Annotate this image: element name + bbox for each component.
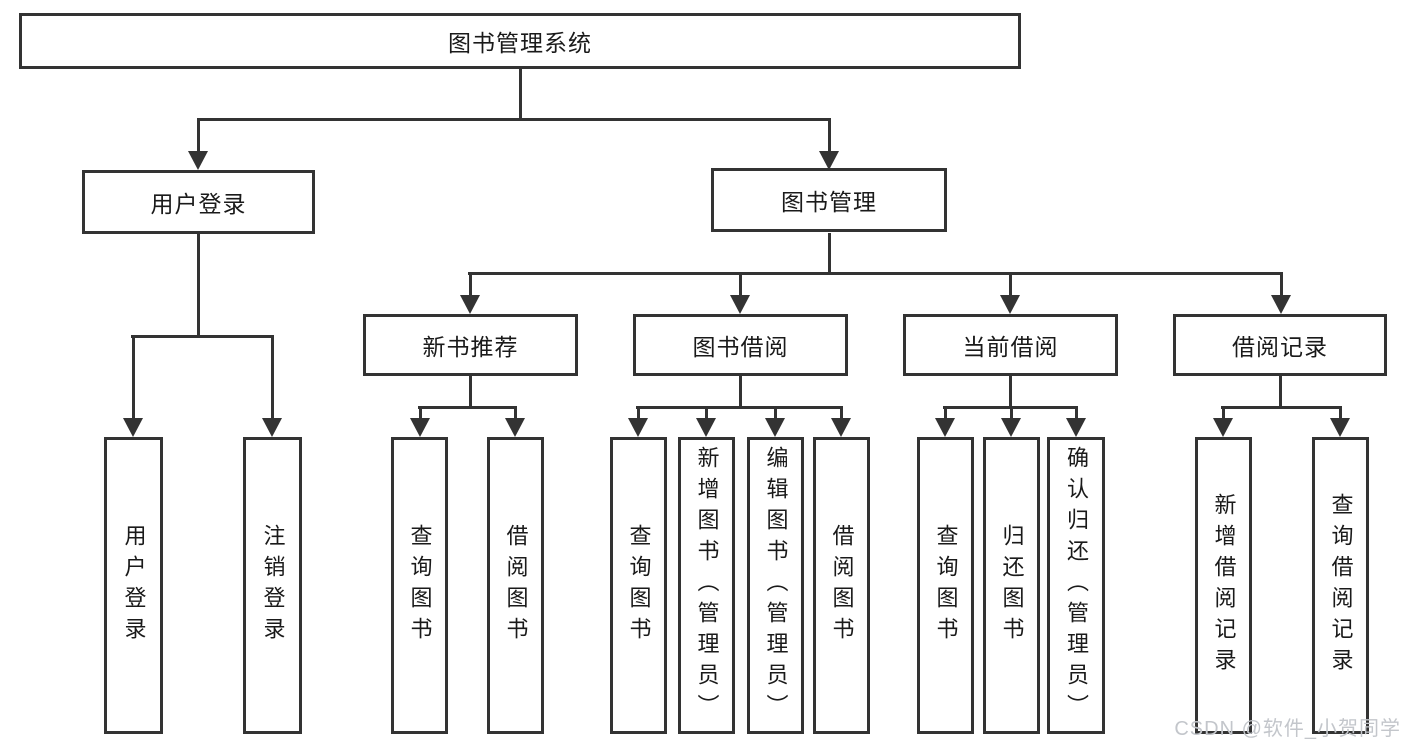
connector-line: [270, 335, 274, 421]
connector-line: [1009, 406, 1013, 422]
arrowhead-down-icon: [188, 151, 208, 170]
leaf-query-books-recommend: 查询图书: [391, 437, 448, 734]
leaf-add-borrow-record-label: 新增借阅记录: [1211, 492, 1237, 679]
node-new-book-recommend-label: 新书推荐: [422, 334, 519, 360]
connector-line: [513, 406, 517, 422]
node-book-borrow: 图书借阅: [633, 314, 848, 376]
connector-line: [196, 118, 200, 154]
leaf-query-books-borrow-label: 查询图书: [626, 523, 652, 648]
connector-line: [827, 118, 831, 154]
connector-line: [738, 272, 742, 298]
leaf-borrow-books-recommend: 借阅图书: [487, 437, 544, 734]
leaf-borrow-books-label: 借阅图书: [829, 523, 855, 648]
connector-line: [468, 272, 472, 298]
connector-line: [1338, 406, 1342, 422]
node-book-management: 图书管理: [711, 168, 947, 232]
arrowhead-down-icon: [123, 418, 143, 437]
leaf-borrow-books: 借阅图书: [813, 437, 870, 734]
connector-line: [943, 406, 947, 422]
connector-line: [518, 67, 522, 120]
connector-line: [418, 406, 422, 422]
arrowhead-down-icon: [1271, 295, 1291, 314]
node-root: 图书管理系统: [19, 13, 1021, 69]
connector-line: [827, 233, 831, 274]
connector-line: [1074, 406, 1078, 422]
connector-line: [943, 406, 1078, 409]
connector-line: [1221, 406, 1342, 409]
connector-line: [1221, 406, 1225, 422]
leaf-query-books-current-label: 查询图书: [933, 523, 959, 648]
node-current-borrow: 当前借阅: [903, 314, 1118, 376]
node-book-management-label: 图书管理: [781, 189, 877, 215]
arrowhead-down-icon: [262, 418, 282, 437]
arrowhead-down-icon: [696, 418, 716, 437]
connector-line: [131, 335, 274, 338]
connector-line: [636, 406, 640, 422]
connector-line: [196, 233, 200, 337]
connector-line: [704, 406, 708, 422]
connector-line: [1008, 375, 1012, 409]
node-borrow-records: 借阅记录: [1173, 314, 1387, 376]
leaf-logout-label: 注销登录: [260, 523, 286, 648]
arrowhead-down-icon: [935, 418, 955, 437]
connector-line: [636, 406, 843, 409]
leaf-confirm-return-admin-label: 确认归还（管理员）: [1064, 446, 1089, 725]
node-current-borrow-label: 当前借阅: [962, 334, 1059, 360]
arrowhead-down-icon: [410, 418, 430, 437]
leaf-query-borrow-record: 查询借阅记录: [1312, 437, 1369, 734]
arrowhead-down-icon: [831, 418, 851, 437]
leaf-add-books-admin: 新增图书（管理员）: [678, 437, 735, 734]
arrowhead-down-icon: [1001, 418, 1021, 437]
node-borrow-records-label: 借阅记录: [1232, 334, 1328, 360]
arrowhead-down-icon: [765, 418, 785, 437]
connector-line: [1278, 375, 1282, 409]
leaf-edit-books-admin-label: 编辑图书（管理员）: [763, 446, 789, 725]
leaf-add-books-admin-label: 新增图书（管理员）: [694, 446, 720, 725]
leaf-user-login: 用户登录: [104, 437, 163, 734]
arrowhead-down-icon: [1000, 295, 1020, 314]
leaf-logout: 注销登录: [243, 437, 302, 734]
node-new-book-recommend: 新书推荐: [363, 314, 578, 376]
connector-line: [418, 406, 517, 409]
connector-line: [197, 118, 831, 121]
leaf-query-books-borrow: 查询图书: [610, 437, 667, 734]
arrowhead-down-icon: [730, 295, 750, 314]
connector-line: [1279, 272, 1283, 298]
node-user-login: 用户登录: [82, 170, 315, 234]
leaf-confirm-return-admin: 确认归还（管理员）: [1047, 437, 1105, 734]
leaf-query-borrow-record-label: 查询借阅记录: [1328, 492, 1354, 679]
connector-line: [773, 406, 777, 422]
connector-line: [468, 272, 1283, 275]
node-book-borrow-label: 图书借阅: [692, 334, 789, 360]
arrowhead-down-icon: [460, 295, 480, 314]
arrowhead-down-icon: [1213, 418, 1233, 437]
csdn-watermark: CSDN @软件_小贺同学: [1174, 718, 1401, 740]
leaf-user-login-label: 用户登录: [121, 523, 147, 648]
connector-line: [468, 375, 472, 409]
leaf-borrow-books-recommend-label: 借阅图书: [503, 523, 529, 648]
arrowhead-down-icon: [505, 418, 525, 437]
node-user-login-label: 用户登录: [150, 191, 247, 217]
leaf-query-books-current: 查询图书: [917, 437, 974, 734]
arrowhead-down-icon: [1330, 418, 1350, 437]
node-root-label: 图书管理系统: [448, 30, 592, 56]
leaf-return-books: 归还图书: [983, 437, 1040, 734]
leaf-edit-books-admin: 编辑图书（管理员）: [747, 437, 804, 734]
connector-line: [738, 375, 742, 409]
connector-line: [1008, 272, 1012, 298]
connector-line: [839, 406, 843, 422]
leaf-add-borrow-record: 新增借阅记录: [1195, 437, 1252, 734]
leaf-query-books-recommend-label: 查询图书: [407, 523, 433, 648]
arrowhead-down-icon: [628, 418, 648, 437]
arrowhead-down-icon: [1066, 418, 1086, 437]
leaf-return-books-label: 归还图书: [999, 523, 1025, 648]
arrowhead-down-icon: [819, 151, 839, 170]
connector-line: [131, 335, 135, 421]
